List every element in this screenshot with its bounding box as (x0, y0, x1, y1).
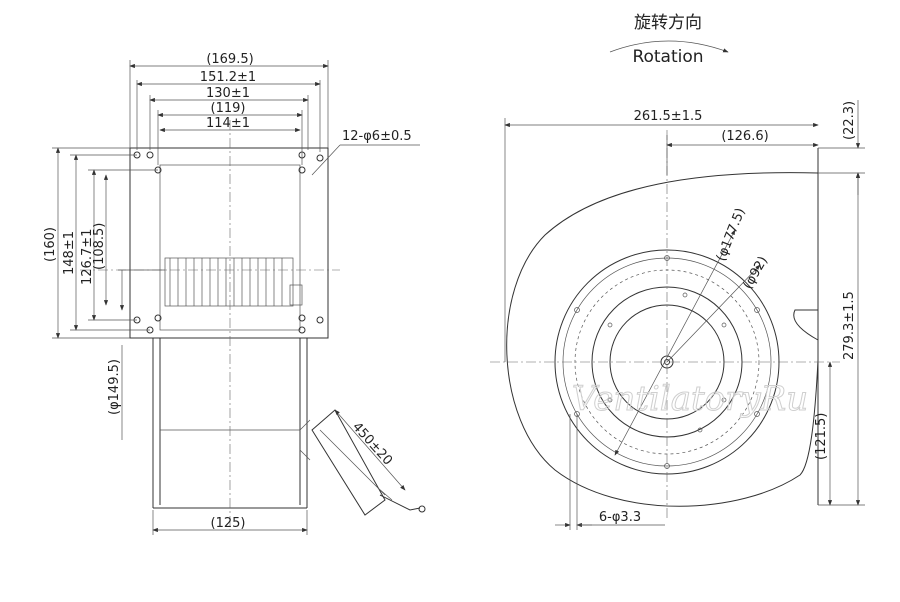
dim-108: (108.5) (92, 223, 107, 270)
dim-148: 148±1 (62, 231, 77, 275)
dim-126-6: (126.6) (721, 129, 768, 144)
dim-279: 279.3±1.5 (842, 291, 857, 360)
watermark: VentilatoryRu (572, 379, 808, 419)
side-view: 旋转方向 Rotation (φ177.5) (φ92) (490, 13, 865, 530)
left-dimensions: (160) 148±1 126.7±1 (108.5) (φ149.5) (43, 147, 165, 440)
top-dimensions: (169.5) 151.2±1 130±1 (119) 114±1 (129, 52, 329, 165)
dim-114: 114±1 (206, 116, 250, 131)
side-right-dimensions: 279.3±1.5 (121.5) (814, 172, 865, 506)
dim-119: (119) (211, 101, 246, 116)
front-view: 450±20 (169.5) 151.2±1 130±1 (119) 114±1… (43, 52, 426, 535)
rotation-label-en: Rotation (632, 47, 703, 67)
mounting-holes (133, 151, 324, 334)
dim-92: (φ92) (740, 254, 771, 292)
motor-fins (164, 257, 303, 307)
mounting-flange (129, 147, 329, 339)
dim-177: (φ177.5) (714, 206, 749, 263)
rotation-label-cn: 旋转方向 (634, 13, 702, 33)
dim-22: (22.3) (842, 101, 857, 140)
rotation-arrow (609, 40, 729, 53)
dim-151: 151.2±1 (200, 70, 256, 85)
side-top-dimensions: 261.5±1.5 (126.6) (22.3) (504, 100, 865, 362)
scroll-housing (506, 172, 819, 507)
holes-callout: 12-φ6±0.5 (342, 129, 412, 144)
dim-121: (121.5) (814, 413, 829, 460)
dim-169: (169.5) (206, 52, 253, 67)
dim-130: 130±1 (206, 86, 250, 101)
dim-149: (φ149.5) (107, 359, 122, 415)
cable-length-label: 450±20 (349, 420, 395, 469)
holes-6-callout: 6-φ3.3 (599, 510, 641, 525)
dim-126: 126.7±1 (80, 229, 95, 285)
housing-body (152, 338, 311, 509)
dim-160: (160) (43, 227, 58, 262)
dim-261: 261.5±1.5 (634, 109, 703, 124)
dim-125: (125) (211, 516, 246, 531)
cable (311, 409, 426, 516)
